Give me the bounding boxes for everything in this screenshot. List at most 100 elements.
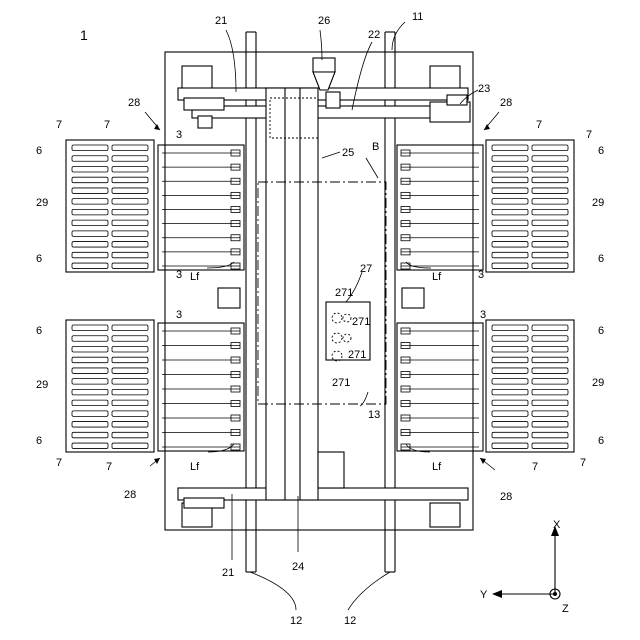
label-6-d: 6 [36, 435, 42, 447]
rack-slot [532, 199, 568, 205]
rack-slot [492, 346, 528, 352]
rack-slot [492, 166, 528, 172]
rack-slot [112, 145, 148, 151]
rack-slot [72, 166, 108, 172]
label-13: 13 [368, 409, 380, 421]
column-foot [318, 452, 344, 488]
rack-slot [112, 220, 148, 226]
label-25: 25 [342, 147, 354, 159]
rack-slot [72, 156, 108, 162]
rack-slot [492, 252, 528, 258]
rack-slot [72, 389, 108, 395]
label-26: 26 [318, 15, 330, 27]
axis-x-label: X [553, 519, 561, 531]
rack-slot [532, 242, 568, 248]
label-271-c: 271 [348, 349, 366, 361]
rack-slot [532, 220, 568, 226]
rack-slot [532, 389, 568, 395]
rack-slot [532, 252, 568, 258]
rack-slot [492, 231, 528, 237]
rack-slot [72, 252, 108, 258]
label-23: 23 [478, 83, 490, 95]
rack-slot [112, 231, 148, 237]
label-b: B [372, 141, 379, 153]
axis-triad [492, 526, 560, 599]
label-28-br: 28 [500, 491, 512, 503]
label-21-bottom: 21 [222, 567, 234, 579]
label-271-a: 271 [335, 287, 353, 299]
label-3-tl: 3 [176, 129, 182, 141]
mid-block-right [402, 288, 424, 308]
label-271-d: 271 [332, 377, 350, 389]
rack-slot [72, 422, 108, 428]
rack-slot [112, 325, 148, 331]
rack-slot [112, 252, 148, 258]
label-28-tr: 28 [500, 97, 512, 109]
rack-slot [72, 220, 108, 226]
rack-slot [72, 188, 108, 194]
label-3-bl: 3 [176, 309, 182, 321]
rack-slot [72, 379, 108, 385]
corner-pad-br [430, 503, 460, 527]
rack-slot [112, 346, 148, 352]
rack-slot [492, 263, 528, 269]
rack-slot [72, 145, 108, 151]
rack-slot [492, 156, 528, 162]
rack-slot [492, 411, 528, 417]
rack-slot [72, 209, 108, 215]
label-lf-tr: Lf [432, 271, 442, 283]
label-7-d: 7 [586, 129, 592, 141]
label-lf-bl: Lf [190, 461, 200, 473]
rack-slot [112, 357, 148, 363]
rack-slot [532, 400, 568, 406]
label-3-tl2: 3 [176, 269, 182, 281]
rack-slot [492, 145, 528, 151]
label-271-b: 271 [352, 316, 370, 328]
rack-slot [112, 389, 148, 395]
beam-end-block [184, 98, 224, 110]
label-27: 27 [360, 263, 372, 275]
label-3-br: 3 [480, 309, 486, 321]
rack-slot [112, 400, 148, 406]
rack-slot [72, 199, 108, 205]
rack-slot [532, 432, 568, 438]
rack-slot [532, 263, 568, 269]
rack-slot [532, 209, 568, 215]
rack-slot [492, 242, 528, 248]
rack-slot [492, 400, 528, 406]
rack-slot [532, 336, 568, 342]
rack-slot [112, 166, 148, 172]
label-21-top: 21 [215, 15, 227, 27]
label-7-c: 7 [536, 119, 542, 131]
rack-slot [492, 379, 528, 385]
label-22: 22 [368, 29, 380, 41]
rack-slot [112, 177, 148, 183]
rack-slot [72, 368, 108, 374]
rack-slot [112, 263, 148, 269]
label-6-h: 6 [598, 435, 604, 447]
label-28-tl: 28 [128, 97, 140, 109]
rack-slot [532, 177, 568, 183]
label-7-f: 7 [106, 461, 112, 473]
label-3-tr: 3 [478, 269, 484, 281]
label-24: 24 [292, 561, 304, 573]
beam-end-tab [198, 116, 212, 128]
rack-slot [492, 422, 528, 428]
label-lf-tl: Lf [190, 271, 200, 283]
rack-slot [112, 209, 148, 215]
label-12-right: 12 [344, 615, 356, 627]
label-29-a: 29 [36, 197, 48, 209]
axis-y-label: Y [480, 589, 488, 601]
rack-slot [72, 242, 108, 248]
rack-slot [532, 368, 568, 374]
rack-slot [72, 263, 108, 269]
rack-slot [532, 411, 568, 417]
rack-slot [492, 199, 528, 205]
rack-slot [72, 443, 108, 449]
rack-slot [532, 346, 568, 352]
rack-slot [112, 156, 148, 162]
rack-slot [532, 443, 568, 449]
rack-slot [492, 188, 528, 194]
rack-slot [72, 400, 108, 406]
